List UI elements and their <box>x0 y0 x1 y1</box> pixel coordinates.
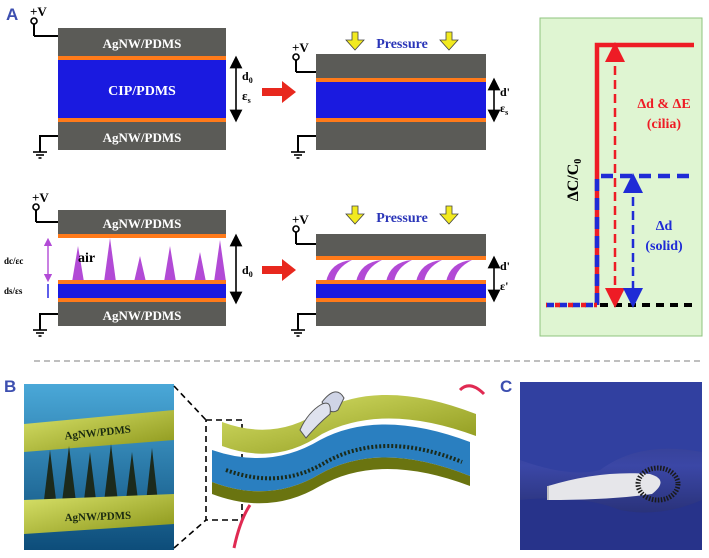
top-electrode-label-3: AgNW/PDMS <box>103 216 182 231</box>
dielectric-layer-2 <box>316 82 486 118</box>
top-electrode-label-1: AgNW/PDMS <box>103 36 182 51</box>
bottom-electrode-label-1: AgNW/PDMS <box>103 130 182 145</box>
supply-label-3: +V <box>32 190 49 205</box>
eps-s-label-1: εs <box>242 88 251 105</box>
eps-prime-label: ε' <box>500 279 508 293</box>
bottom-electrode-2 <box>316 122 486 150</box>
cilia-delta-label: Δd & ΔE <box>637 97 690 112</box>
bent-cilia <box>326 260 472 282</box>
bottom-electrode-label-3: AgNW/PDMS <box>103 308 182 323</box>
dc-eps-c-label: dc/εc <box>4 256 23 266</box>
transition-arrow-1 <box>262 81 296 103</box>
solid-delta-label: Δd <box>656 219 673 234</box>
ds-eps-s-label: ds/εs <box>4 286 23 296</box>
cilia-sensor-pressed: Pressure +V d' ε' <box>291 205 510 337</box>
dielectric-layer-1 <box>58 60 226 118</box>
capacitance-response-graph: ΔC/C0 Δd & ΔE (cilia) Δd (solid) <box>539 17 703 337</box>
top-electrode-1 <box>58 28 226 56</box>
pressure-label-2: Pressure <box>376 211 428 226</box>
supply-label-1: +V <box>30 4 47 19</box>
transition-arrow-2 <box>262 259 296 281</box>
air-label: air <box>78 251 95 266</box>
dielectric-layer-3 <box>58 284 226 298</box>
bottom-electrode-1 <box>58 122 226 150</box>
sensor-inset-closeup: AgNW/PDMS AgNW/PDMS <box>24 384 174 550</box>
top-electrode-4 <box>316 234 486 256</box>
solid-response-line <box>594 173 694 305</box>
pressure-label-1: Pressure <box>376 37 428 52</box>
inset-bottom-label: AgNW/PDMS <box>64 510 131 524</box>
cilia-delta-note: (cilia) <box>647 117 682 132</box>
top-electrode-3 <box>58 210 226 234</box>
solid-delta-note: (solid) <box>645 239 683 254</box>
d0-label-2: d0 <box>242 263 253 279</box>
panel-label-a: A <box>6 5 18 24</box>
graph-ylabel: ΔC/C0 <box>565 159 584 202</box>
panel-label-c: C <box>500 377 512 396</box>
cilia-spikes <box>72 238 226 282</box>
dielectric-layer-4 <box>316 284 486 298</box>
d-prime-label-2: d' <box>500 259 510 273</box>
d0-label-1: d0 <box>242 69 253 85</box>
bottom-electrode-4 <box>316 302 486 326</box>
solid-sensor-before: +V AgNW/PDMS CIP/PDMS AgNW/PDMS d0 εs <box>30 4 253 159</box>
d-prime-label-1: d' <box>500 85 510 99</box>
dielectric-label: CIP/PDMS <box>108 84 176 99</box>
photo-glove-sample <box>520 382 702 550</box>
top-electrode-2 <box>316 54 486 78</box>
flexible-sensor-illustration <box>212 384 486 549</box>
bottom-electrode-3 <box>58 302 226 326</box>
supply-label-4: +V <box>292 212 309 227</box>
solid-sensor-pressed: Pressure +V d' εs <box>291 31 510 159</box>
eps-s-label-2: εs <box>500 101 508 117</box>
panel-label-b: B <box>4 377 16 396</box>
cilia-sensor-before: +V AgNW/PDMS air AgNW/PDMS dc/εc ds/εs d… <box>4 190 253 337</box>
supply-label-2: +V <box>292 40 309 55</box>
